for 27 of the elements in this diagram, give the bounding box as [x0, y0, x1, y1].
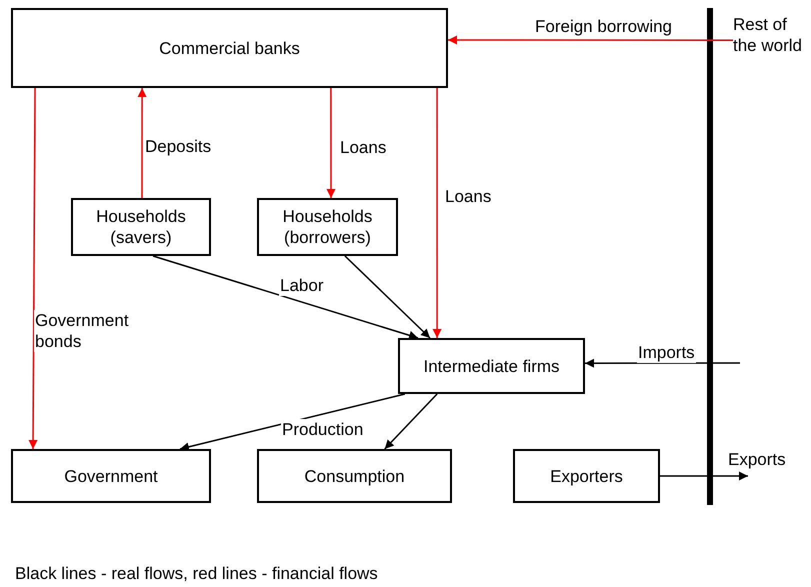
- arrow: [180, 393, 406, 452]
- arrow: [28, 88, 38, 449]
- process-box: [11, 8, 448, 88]
- process-box: [257, 198, 398, 256]
- arrow: [448, 36, 733, 44]
- box-label: Consumption: [304, 466, 405, 486]
- arrow: [344, 255, 430, 339]
- arrow: [660, 472, 748, 480]
- box-label: Exporters: [550, 466, 623, 486]
- process-box: [398, 338, 585, 394]
- box-label: Intermediate firms: [423, 356, 560, 376]
- arrow: [384, 393, 438, 450]
- box-label: Commercial banks: [159, 38, 300, 58]
- process-box: [11, 449, 211, 503]
- region-label: Rest of the world: [733, 14, 803, 56]
- box-label: Households (savers): [95, 206, 187, 248]
- box-label: Households (borrowers): [282, 206, 374, 248]
- legend-note: Black lines - real flows, red lines - financial flows: [15, 563, 378, 584]
- arrow: [432, 88, 442, 338]
- box-label: Government: [64, 466, 158, 486]
- arrow: [138, 88, 147, 198]
- arrow: [152, 255, 418, 340]
- arrow: [326, 88, 336, 198]
- process-box: [71, 198, 211, 256]
- process-box: [257, 449, 452, 503]
- process-box: [513, 449, 660, 503]
- arrow: [585, 358, 740, 368]
